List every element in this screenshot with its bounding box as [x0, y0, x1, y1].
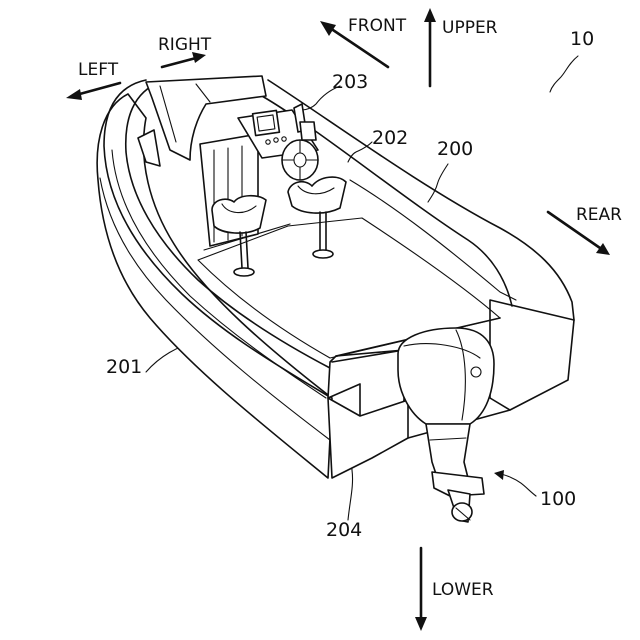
label-front: FRONT: [348, 18, 406, 35]
leader-100: [498, 474, 536, 496]
label-left: LEFT: [78, 62, 118, 79]
arrow-lower: [415, 548, 427, 631]
ref-deck-floor: 202: [372, 129, 408, 148]
label-rear: REAR: [576, 207, 622, 224]
ref-boat-system: 10: [570, 30, 594, 49]
label-right: RIGHT: [158, 37, 211, 54]
steering-wheel-icon: [282, 140, 318, 180]
ref-cockpit: 203: [332, 73, 368, 92]
arrow-upper: [424, 8, 436, 86]
seat-right: [288, 177, 346, 258]
outboard-motor: [398, 328, 494, 522]
leader-100-arrowhead: [494, 470, 504, 480]
leader-10: [550, 56, 578, 92]
arrow-left: [66, 83, 120, 100]
leader-202: [348, 142, 372, 162]
label-lower: LOWER: [432, 582, 494, 599]
label-upper: UPPER: [442, 20, 498, 37]
ref-outboard-motor: 100: [540, 490, 576, 509]
ref-transom: 204: [326, 521, 362, 540]
ref-hull-assembly: 200: [437, 140, 473, 159]
ref-hull: 201: [106, 358, 142, 377]
